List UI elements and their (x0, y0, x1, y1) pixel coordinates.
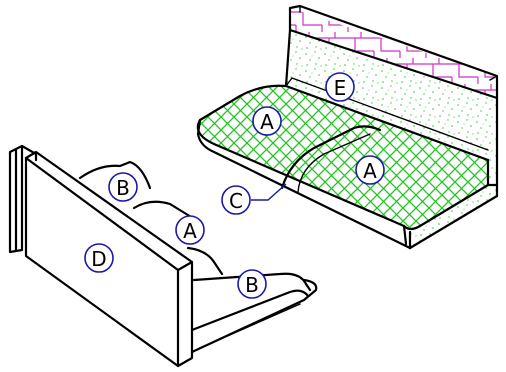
callout-a-right-upper: A (252, 106, 282, 136)
backrest-face (286, 30, 497, 185)
callout-b-left-upper: B (108, 172, 138, 202)
callout-a-left: A (175, 215, 205, 245)
backrest-top-band (290, 8, 497, 98)
svg-text:E: E (334, 76, 347, 100)
svg-text:C: C (229, 189, 243, 213)
svg-text:B: B (116, 176, 130, 200)
callout-c: C (221, 185, 251, 215)
svg-text:B: B (245, 273, 259, 297)
callout-e: E (325, 72, 355, 102)
callout-c-leader (251, 183, 287, 201)
callout-a-right-lower: A (355, 155, 385, 185)
sofa-base-face (410, 185, 497, 248)
svg-text:A: A (183, 219, 197, 243)
svg-text:A: A (260, 110, 274, 134)
callout-b-left-lower: B (237, 269, 267, 299)
callout-d: D (84, 243, 114, 273)
svg-text:A: A (363, 159, 377, 183)
svg-text:D: D (91, 247, 106, 271)
